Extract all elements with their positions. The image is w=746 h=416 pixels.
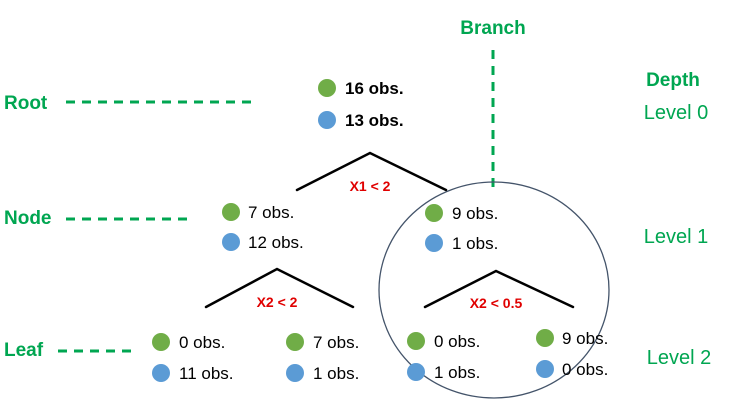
green-class-dot [152, 333, 170, 351]
right-blue-count: 1 obs. [452, 234, 498, 253]
root-label: Root [4, 93, 48, 114]
green-class-dot [425, 204, 443, 222]
green-class-dot [536, 329, 554, 347]
green-class-dot [222, 203, 240, 221]
leaf-node-1: 0 obs. 11 obs. [152, 333, 234, 383]
right-split-condition: X2 < 0.5 [470, 295, 523, 311]
blue-class-dot [222, 233, 240, 251]
root-blue-count: 13 obs. [345, 111, 404, 130]
blue-class-dot [318, 111, 336, 129]
green-class-dot [407, 332, 425, 350]
branch-label: Branch [460, 18, 525, 39]
level-1-label: Level 1 [644, 226, 709, 248]
left-green-count: 7 obs. [248, 203, 294, 222]
left-branch-lines [204, 267, 355, 309]
leaf4-blue-count: 0 obs. [562, 360, 608, 379]
leaf2-blue-count: 1 obs. [313, 364, 359, 383]
root-green-count: 16 obs. [345, 79, 404, 98]
node-label: Node [4, 208, 52, 229]
root-branch-lines [295, 151, 448, 192]
leaf2-green-count: 7 obs. [313, 333, 359, 352]
level-0-label: Level 0 [644, 102, 709, 124]
right-node: 9 obs. 1 obs. [425, 204, 498, 253]
subtree-highlight-circle [378, 181, 610, 399]
leaf1-green-count: 0 obs. [179, 333, 225, 352]
leaf-label: Leaf [4, 340, 44, 361]
blue-class-dot [425, 234, 443, 252]
leaf-node-3: 0 obs. 1 obs. [407, 332, 480, 382]
blue-class-dot [407, 363, 425, 381]
left-blue-count: 12 obs. [248, 233, 304, 252]
depth-label: Depth [646, 70, 700, 91]
green-class-dot [286, 333, 304, 351]
root-split-condition: X1 < 2 [350, 178, 391, 194]
leaf4-green-count: 9 obs. [562, 329, 608, 348]
right-green-count: 9 obs. [452, 204, 498, 223]
right-branch-lines [423, 269, 575, 309]
leaf-node-4: 9 obs. 0 obs. [536, 329, 608, 379]
left-split-condition: X2 < 2 [257, 294, 298, 310]
left-node: 7 obs. 12 obs. [222, 203, 304, 252]
blue-class-dot [152, 364, 170, 382]
blue-class-dot [286, 364, 304, 382]
leaf-node-2: 7 obs. 1 obs. [286, 333, 359, 383]
green-class-dot [318, 79, 336, 97]
leaf1-blue-count: 11 obs. [179, 364, 234, 383]
root-node: 16 obs. 13 obs. [318, 79, 404, 130]
level-2-label: Level 2 [647, 347, 712, 369]
leaf3-green-count: 0 obs. [434, 332, 480, 351]
leaf3-blue-count: 1 obs. [434, 363, 480, 382]
blue-class-dot [536, 360, 554, 378]
